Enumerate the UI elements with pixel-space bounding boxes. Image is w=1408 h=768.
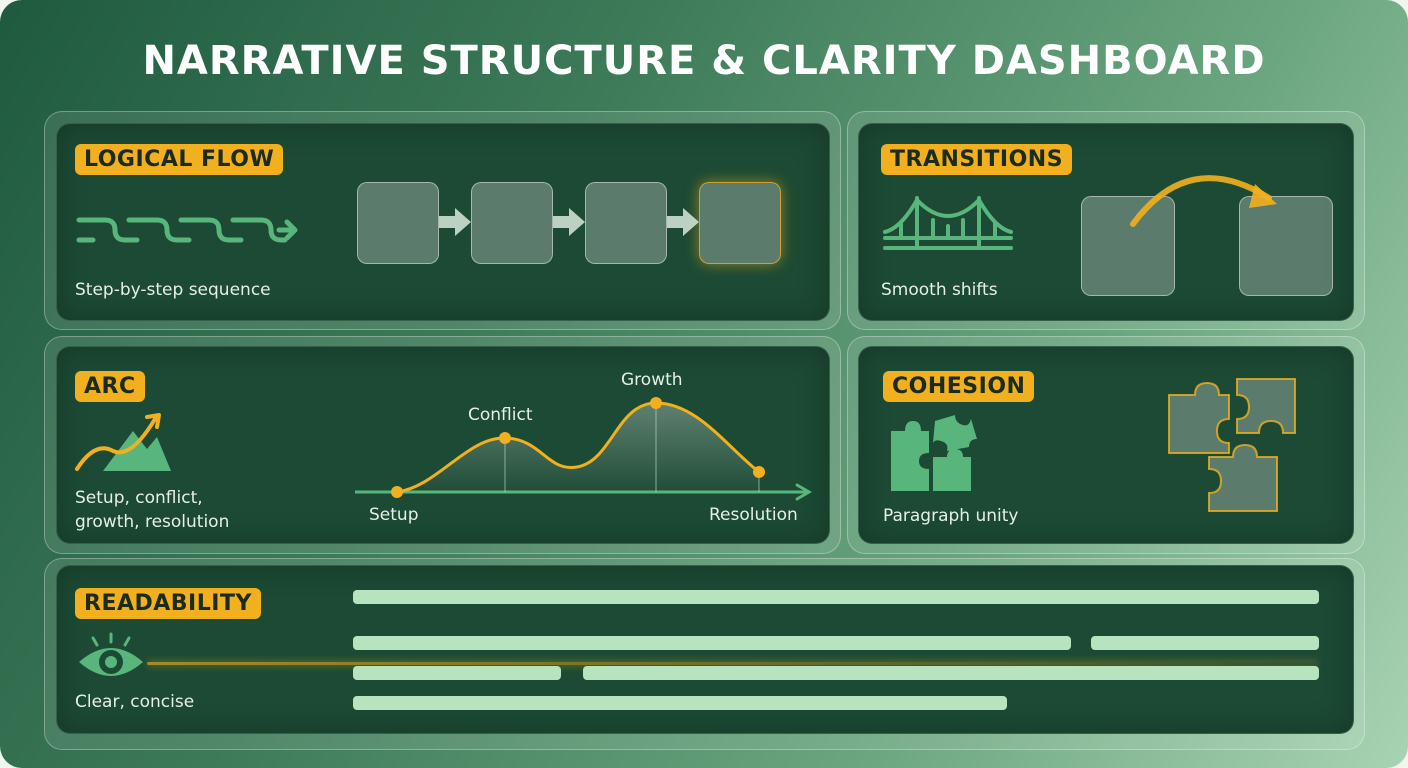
transition-arc-arrow xyxy=(1130,175,1277,227)
readability-light-beam xyxy=(147,662,1317,665)
arc-caption-line2: growth, resolution xyxy=(75,512,230,532)
readability-caption: Clear, concise xyxy=(75,692,195,712)
flow-step-tile xyxy=(471,182,553,264)
transition-from-tile xyxy=(1081,196,1175,296)
puzzle-pieces-glass xyxy=(1168,378,1296,512)
flow-step-tile xyxy=(357,182,439,264)
arc-point-growth-label: Growth xyxy=(621,370,683,390)
page-title: NARRATIVE STRUCTURE & CLARITY DASHBOARD xyxy=(142,38,1266,84)
readability-badge: READABILITY xyxy=(75,588,261,619)
cohesion-badge: COHESION xyxy=(883,371,1035,402)
eye-icon xyxy=(79,632,143,676)
transitions-caption: Smooth shifts xyxy=(881,280,998,300)
text-line-bar xyxy=(353,590,1319,604)
logical-flow-panel: LOGICAL FLOW Step-by-step sequence xyxy=(56,123,830,321)
cohesion-panel: COHESION Paragraph unity xyxy=(858,346,1354,544)
flow-step-arrows xyxy=(439,208,699,236)
arc-caption-line1: Setup, conflict, xyxy=(75,488,203,508)
arc-caption: Setup, conflict, growth, resolution xyxy=(75,486,229,534)
puzzle-icon xyxy=(891,415,977,491)
text-line-bar xyxy=(353,666,561,680)
readability-panel: READABILITY Clear, concise xyxy=(56,565,1354,734)
bridge-icon xyxy=(883,196,1013,250)
cohesion-caption: Paragraph unity xyxy=(883,506,1019,526)
transition-to-tile xyxy=(1239,196,1333,296)
arc-badge: ARC xyxy=(75,371,145,402)
arc-point-conflict-label: Conflict xyxy=(468,405,533,425)
text-line-bar xyxy=(1091,636,1319,650)
transitions-panel: TRANSITIONS Smooth shifts xyxy=(858,123,1354,321)
story-arc-chart xyxy=(355,397,812,501)
text-line-bar xyxy=(583,666,1319,680)
flow-step-tile xyxy=(585,182,667,264)
flow-arrows-icon xyxy=(76,217,298,243)
arc-panel: ARC Setup, conflict, growth, resolution xyxy=(56,346,830,544)
mountain-arrow-icon xyxy=(75,413,171,471)
logical-flow-badge: LOGICAL FLOW xyxy=(75,144,284,175)
transitions-badge: TRANSITIONS xyxy=(881,144,1073,175)
arc-point-resolution-label: Resolution xyxy=(709,505,798,525)
flow-step-tile-highlight xyxy=(699,182,781,264)
text-line-bar xyxy=(353,696,1007,710)
logical-flow-caption: Step-by-step sequence xyxy=(75,280,271,300)
text-line-bar xyxy=(353,636,1071,650)
arc-point-setup-label: Setup xyxy=(369,505,419,525)
